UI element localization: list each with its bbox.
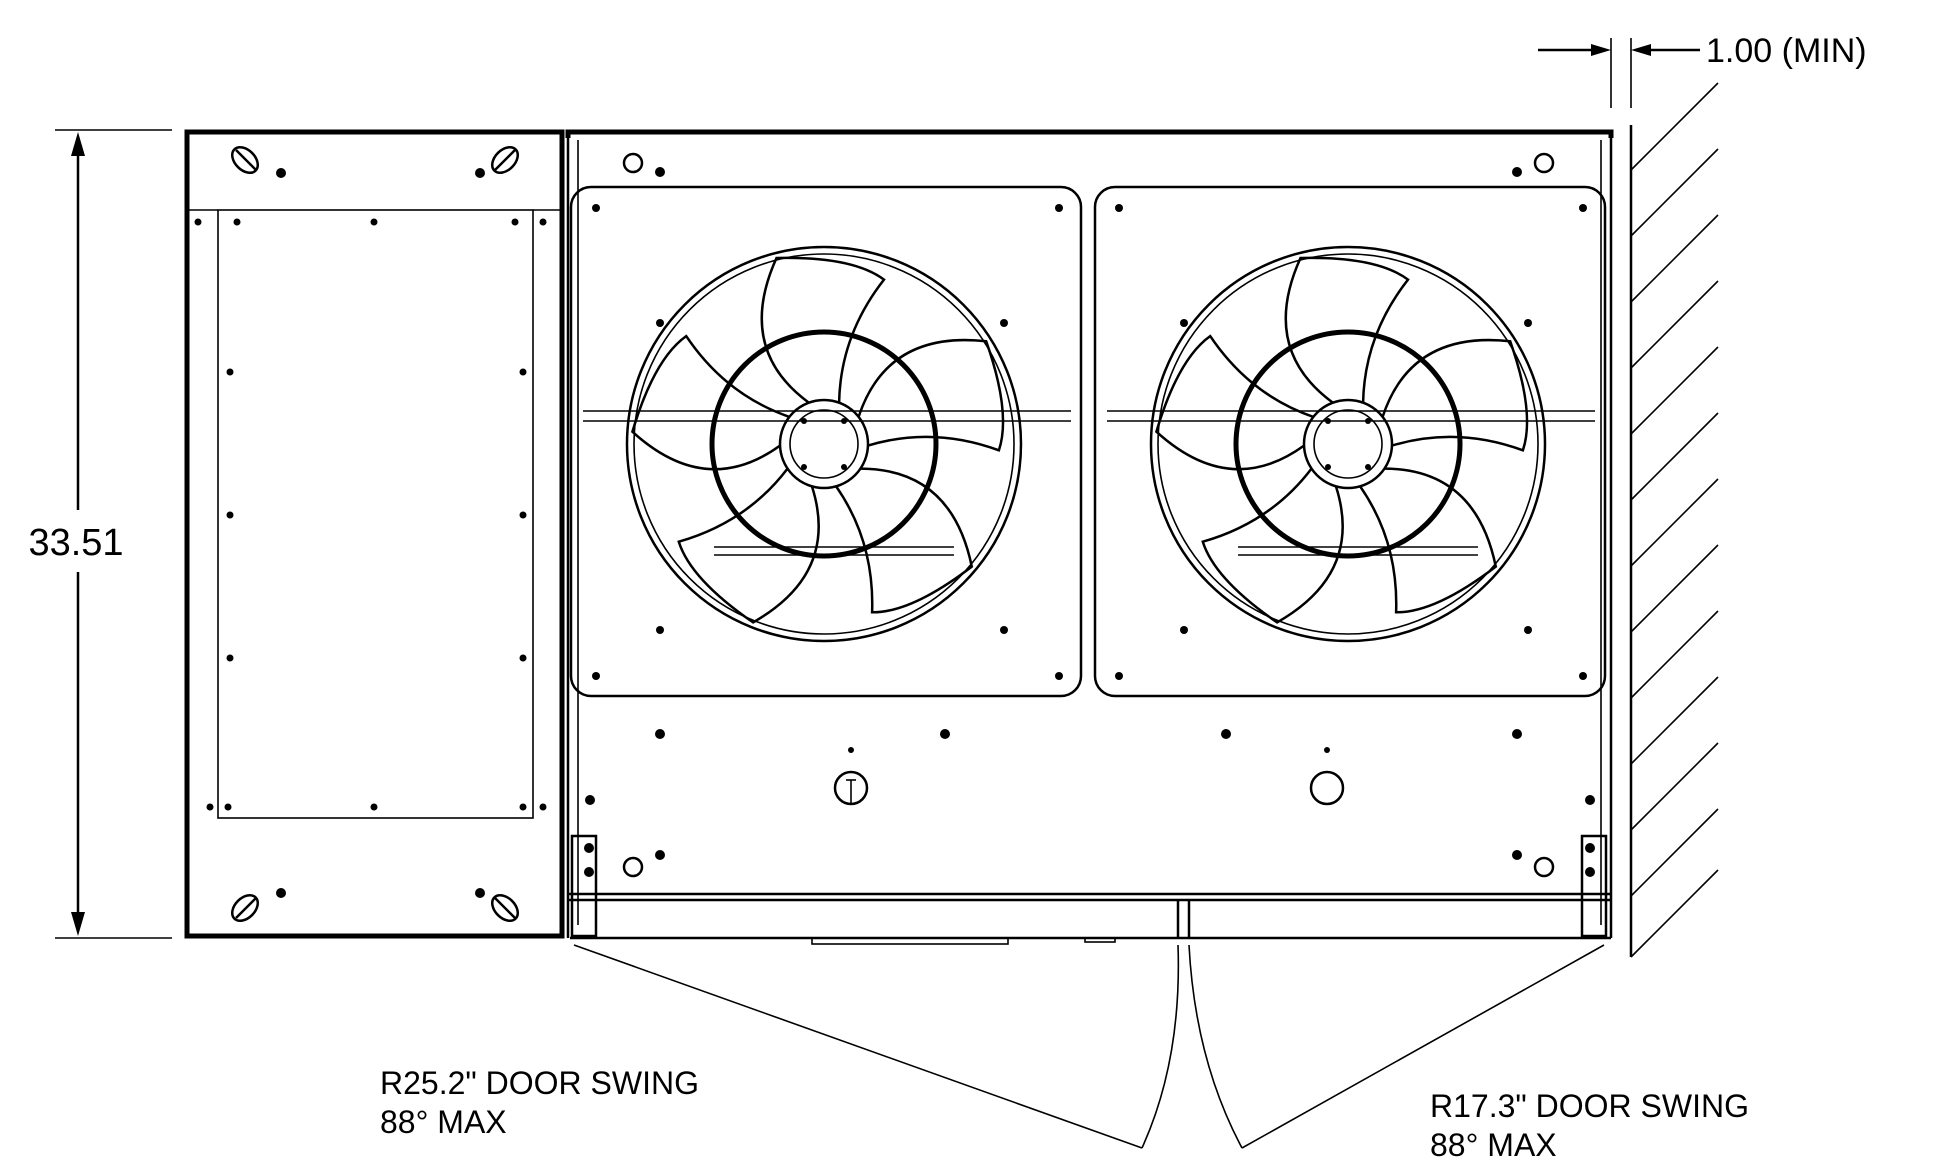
height-dimension: 33.51 [28, 129, 172, 939]
left-door-radius-label: R25.2" DOOR SWING [380, 1065, 699, 1101]
right-door-angle-label: 88° MAX [1430, 1127, 1557, 1162]
latch-bottom-right [475, 888, 519, 922]
fan-panel-right [1093, 185, 1607, 698]
right-door-radius-label: R17.3" DOOR SWING [1430, 1088, 1749, 1124]
door-swing-right [1188, 944, 1605, 1149]
fan-right [1107, 245, 1595, 643]
fan-panel-left [569, 185, 1083, 698]
height-label: 33.51 [28, 522, 123, 564]
unit-housing [565, 129, 1614, 945]
fan-left [583, 245, 1071, 643]
door-swing-left [573, 944, 1180, 1149]
latch-bottom-left [231, 888, 286, 922]
control-panel [184, 129, 565, 939]
clearance-dimension: 1.00 (MIN) [1538, 32, 1867, 108]
left-door-angle-label: 88° MAX [380, 1104, 507, 1140]
clearance-label: 1.00 (MIN) [1706, 32, 1867, 70]
hatched-wall [1629, 82, 1719, 958]
latch-top-right [475, 146, 519, 178]
latch-top-left [231, 146, 286, 178]
